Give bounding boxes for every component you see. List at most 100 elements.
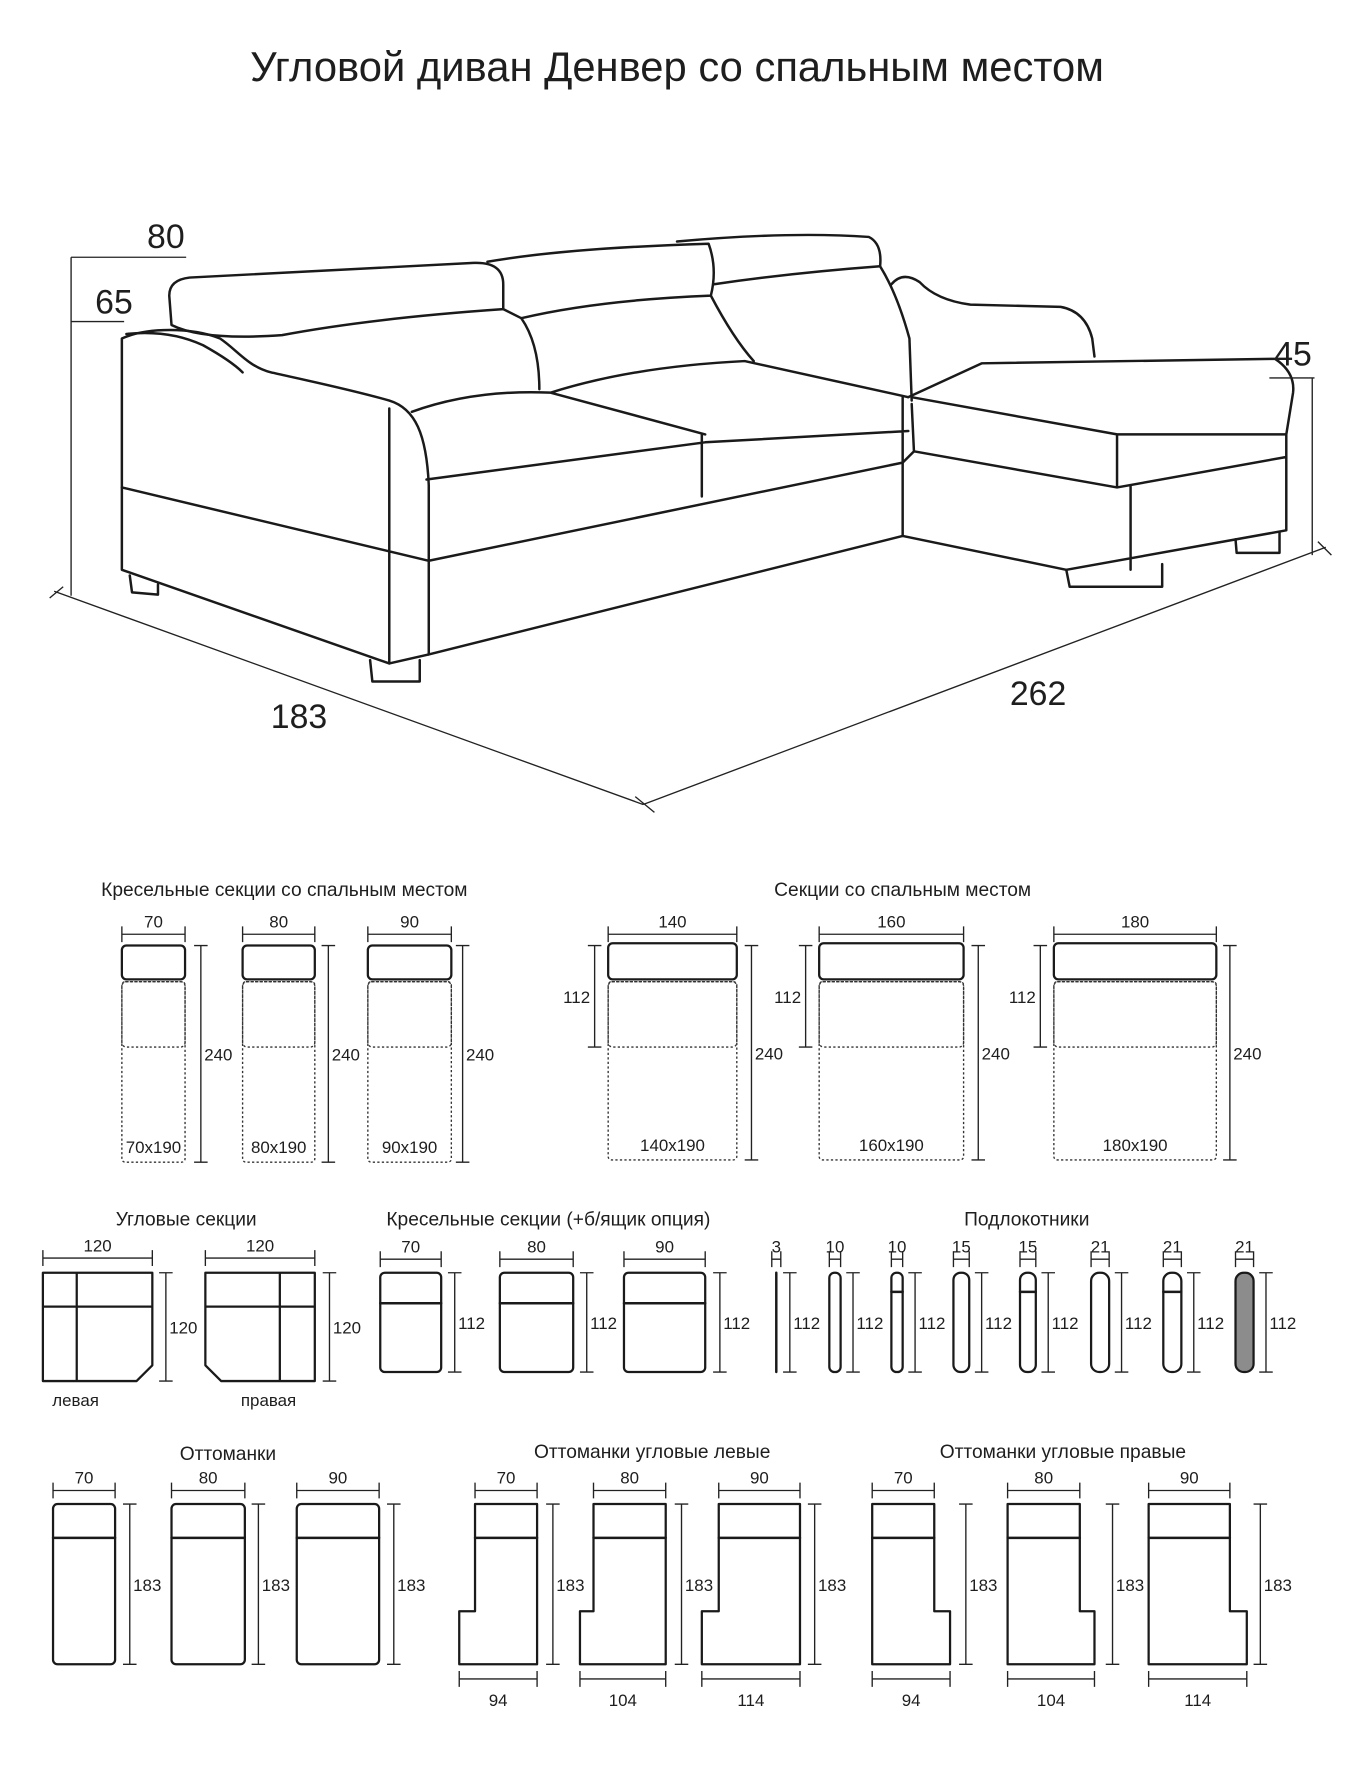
armrest-outline <box>1089 1271 1111 1374</box>
dim-height-total: 80 <box>147 218 185 256</box>
backrest-cushion <box>607 942 738 981</box>
height-dimension-line <box>587 944 602 1048</box>
bed-size-label: 160x190 <box>859 1136 924 1155</box>
height-dimension-line <box>455 944 470 1163</box>
height-dimension-line <box>807 1503 822 1665</box>
width-label: 80 <box>527 1237 546 1256</box>
height-dimension-line <box>1105 1503 1120 1665</box>
width-label: 80 <box>1034 1469 1053 1488</box>
ottoman-outline <box>295 1502 381 1666</box>
left-arm-details <box>120 331 431 665</box>
width-label: 21 <box>1091 1237 1110 1256</box>
width-dimension-line <box>52 1482 116 1499</box>
dim-depth: 183 <box>271 698 327 736</box>
dimension-lines <box>49 256 1332 813</box>
armrest-outline <box>890 1271 904 1374</box>
height-dimension-line <box>122 1503 137 1665</box>
height-dimension-line <box>1253 1503 1268 1665</box>
width-dimension-line <box>1147 1482 1231 1499</box>
ottoman-outline <box>578 1502 667 1666</box>
backrest-cushion <box>366 944 453 981</box>
height-label: 112 <box>563 988 590 1007</box>
width-dimension-line <box>204 1250 316 1266</box>
height-label: 112 <box>1197 1314 1224 1333</box>
height-label: 112 <box>590 1314 617 1333</box>
width-dimension-line <box>818 926 965 943</box>
width-dimension-line <box>828 1251 842 1268</box>
width-label: 3 <box>772 1237 781 1256</box>
width-label: 180 <box>1121 912 1149 931</box>
section-title-corner: Угловые секции <box>116 1209 257 1230</box>
height-dimension-line <box>387 1503 401 1665</box>
width-label: 114 <box>737 1691 764 1710</box>
width-label: 70 <box>144 912 163 931</box>
height-dimension-line <box>798 944 813 1048</box>
armrest: 21 112 <box>1089 1237 1152 1374</box>
height-dimension-line <box>1187 1272 1201 1373</box>
height-label: 112 <box>1009 988 1036 1007</box>
headrest-middle <box>486 242 715 320</box>
sofa-drawing: 80 65 45 183 262 <box>49 218 1332 813</box>
bed-size-label: 140x190 <box>640 1136 705 1155</box>
height-label: 183 <box>556 1576 584 1595</box>
width-label: 70 <box>401 1237 420 1256</box>
width-dimension-line <box>718 1482 801 1499</box>
width-dimension-line <box>701 1671 801 1687</box>
height-label: 112 <box>793 1314 820 1333</box>
height-dimension-line <box>1114 1272 1129 1373</box>
height-label: 112 <box>985 1314 1012 1333</box>
width-label: 15 <box>952 1237 971 1256</box>
height-dimension-line <box>321 944 336 1163</box>
width-label: 80 <box>199 1469 218 1488</box>
height-label: 183 <box>685 1576 713 1595</box>
width-label: 94 <box>489 1691 508 1710</box>
height-label: 240 <box>204 1046 232 1065</box>
headrest-right <box>675 233 882 286</box>
chaise-seat <box>901 357 1295 572</box>
section-title-ottoman: Оттоманки <box>180 1444 276 1465</box>
ottoman-outline <box>51 1502 117 1666</box>
width-label: 70 <box>75 1469 94 1488</box>
height-label: 112 <box>774 988 801 1007</box>
bed-size-label: 180x190 <box>1103 1136 1168 1155</box>
height-dimension-line <box>1259 1272 1273 1373</box>
sofa-legs <box>128 531 1281 683</box>
dim-length: 262 <box>1010 675 1066 713</box>
armrest-outline <box>1162 1271 1183 1374</box>
width-label: 90 <box>400 912 419 931</box>
armrest: 3 112 <box>771 1237 820 1374</box>
armchair-outline <box>622 1271 707 1374</box>
corner-outline <box>41 1271 154 1383</box>
bed-outline <box>1053 980 1218 1161</box>
width-label: 70 <box>497 1469 516 1488</box>
width-dimension-line <box>592 1482 667 1499</box>
bed-outline <box>121 980 186 1163</box>
width-dimension-line <box>458 1671 538 1687</box>
width-label: 80 <box>620 1469 639 1488</box>
backrest-cushion <box>1052 942 1218 981</box>
width-label: 104 <box>1037 1691 1065 1710</box>
width-label: 160 <box>877 912 905 931</box>
chaise-arm <box>890 275 1096 358</box>
height-label: 240 <box>755 1044 783 1063</box>
width-dimension-line <box>871 1482 935 1499</box>
height-label: 112 <box>1125 1314 1152 1333</box>
page-title: Угловой диван Денвер со спальным местом <box>250 43 1104 90</box>
width-label: 140 <box>658 912 686 931</box>
section-title-armrests: Подлокотники <box>964 1209 1089 1230</box>
height-label: 183 <box>1116 1576 1144 1595</box>
section-title-armchair-sleep: Кресельные секции со спальным местом <box>101 880 467 901</box>
corner-side-label: правая <box>241 1391 296 1410</box>
bed-size-label: 90x190 <box>382 1138 437 1157</box>
